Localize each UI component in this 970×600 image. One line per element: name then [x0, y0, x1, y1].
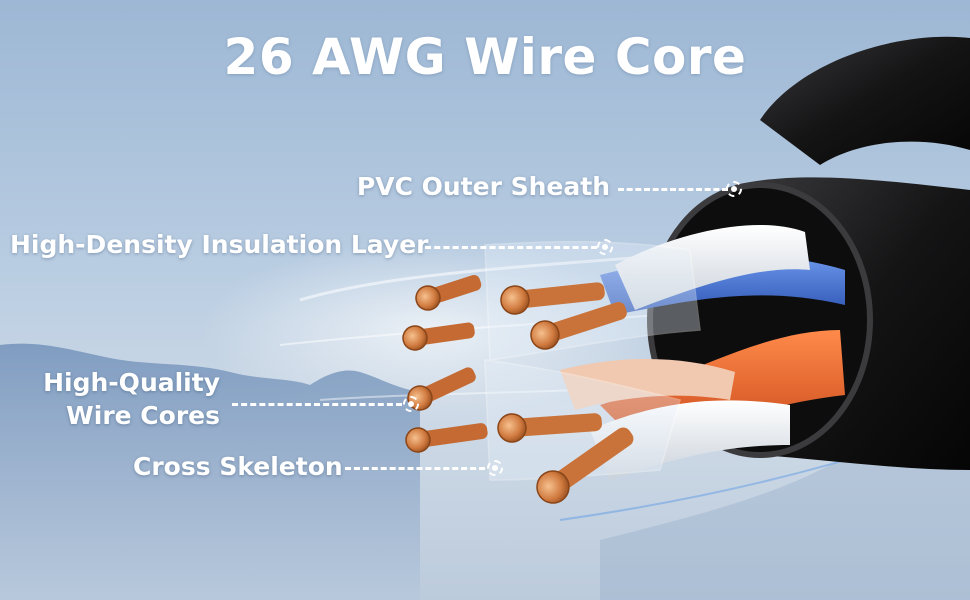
white-wire-bottom [590, 400, 790, 480]
sheath-rim [647, 182, 873, 458]
wire-cores-marker [403, 396, 419, 412]
white-wire-top [615, 224, 810, 310]
cross-skeleton-leader [345, 467, 485, 470]
copper-wire-cores [402, 274, 634, 504]
wire-cores-leader [232, 403, 402, 406]
pvc-outer-sheath-leader [618, 188, 728, 191]
pvc-outer-sheath-label: PVC Outer Sheath [356, 172, 610, 201]
insulation-layer-label: High-Density Insulation Layer [10, 230, 429, 259]
cross-skeleton-label: Cross Skeleton [133, 452, 343, 481]
cross-skeleton-marker [487, 460, 503, 476]
wire-cores-label-line2: Wire Cores [66, 401, 220, 430]
pvc-outer-sheath-marker [726, 181, 742, 197]
insulation-layer-marker [597, 239, 613, 255]
page-title: 26 AWG Wire Core [223, 28, 747, 86]
cable-coil [760, 36, 970, 165]
mountain-range [0, 343, 420, 600]
wire-cores-label-line1: High-Quality [43, 368, 220, 397]
orange-white-wire [560, 358, 735, 410]
insulation-layer-leader [425, 246, 597, 249]
